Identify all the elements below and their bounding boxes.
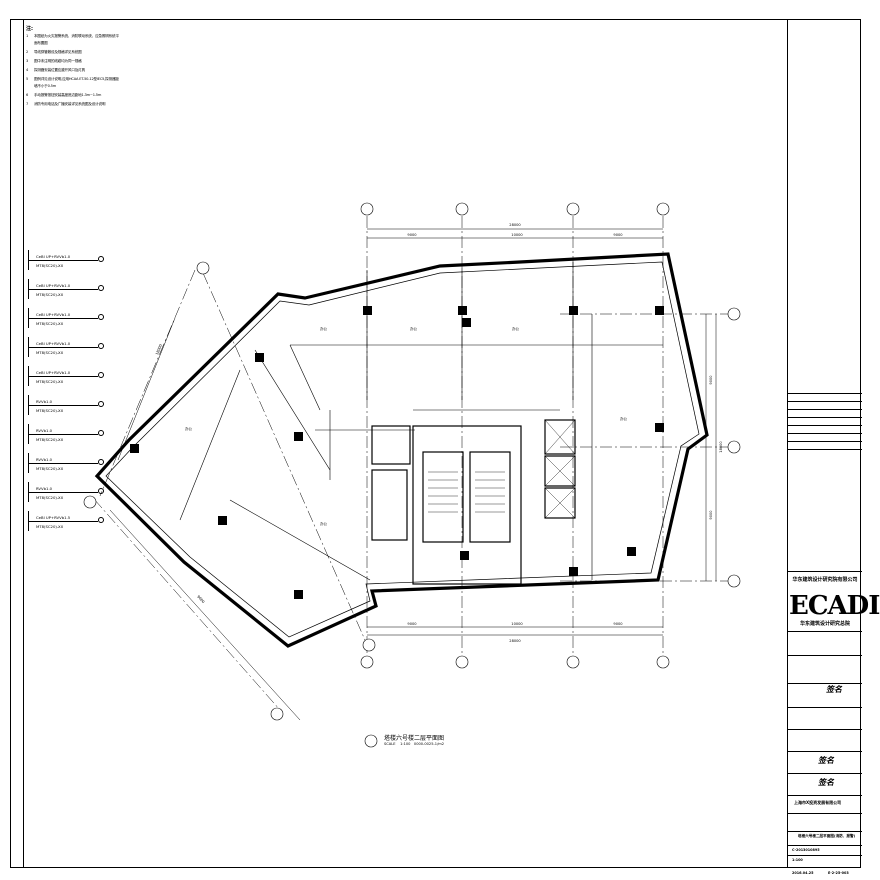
svg-text:9000: 9000 — [613, 622, 623, 626]
svg-text:28000: 28000 — [509, 639, 521, 643]
device-symbol-icon — [98, 343, 104, 349]
device-symbol-icon — [98, 314, 104, 320]
sheet-border — [10, 19, 861, 868]
svg-text:18000: 18000 — [719, 441, 723, 453]
signature-2: 签名 — [818, 755, 834, 765]
sheet-title: 塔楼六号楼二层平面图(消防、报警) — [798, 834, 856, 838]
ecadi-logo: ECADI — [789, 591, 880, 621]
notes-heading: 注: — [26, 26, 33, 32]
title-block: 华东建筑设计研究院有限公司 ECADI 华东建筑设计研究总院 签名 签名 签名 … — [787, 19, 880, 875]
signature-3: 签名 — [818, 777, 834, 787]
section-marker-icon — [364, 734, 378, 748]
dimension-lines — [109, 228, 717, 721]
company-name-top: 华东建筑设计研究院有限公司 — [792, 577, 858, 583]
svg-text:18000: 18000 — [155, 343, 163, 356]
sheet-number: E-2-25-003 — [828, 871, 849, 875]
svg-text:9000: 9000 — [407, 622, 417, 626]
date-value: 2016.04.25 — [792, 871, 814, 875]
svg-text:28000: 28000 — [509, 223, 521, 227]
svg-text:9000: 9000 — [709, 375, 713, 385]
device-symbol-icon — [98, 256, 104, 262]
drawing-scale: SCALE 1:100 0000-0025-1/m2 — [384, 742, 445, 746]
svg-text:9000: 9000 — [407, 233, 417, 237]
svg-text:办公: 办公 — [410, 326, 418, 331]
room-labels: 办公 办公 办公 办公 办公 办公 — [185, 326, 628, 526]
svg-text:办公: 办公 — [185, 426, 192, 431]
device-symbol-icon — [98, 459, 104, 465]
scale-value: 1:100 — [792, 858, 803, 862]
owner-name: 上海市X投资发展有限公司 — [794, 800, 842, 805]
grid-bubbles — [83, 202, 741, 721]
device-symbol-icon — [98, 372, 104, 378]
device-symbol-icon — [98, 517, 104, 523]
svg-text:10000: 10000 — [511, 233, 523, 237]
binding-strip — [10, 19, 24, 868]
svg-text:9000: 9000 — [196, 595, 206, 605]
svg-text:10000: 10000 — [511, 622, 523, 626]
svg-text:办公: 办公 — [620, 416, 628, 421]
device-symbol-icon — [98, 285, 104, 291]
company-name-bottom: 华东建筑设计研究总院 — [799, 621, 850, 627]
signature-1: 签名 — [826, 684, 842, 694]
building-outline — [94, 252, 709, 648]
structural-columns — [130, 306, 664, 599]
svg-text:办公: 办公 — [320, 326, 328, 331]
core-walls — [371, 419, 576, 585]
drawing-title: 塔楼六号楼二层平面图 — [384, 735, 445, 742]
svg-text:9000: 9000 — [613, 233, 623, 237]
svg-text:9000: 9000 — [709, 510, 713, 520]
svg-text:办公: 办公 — [512, 326, 520, 331]
device-symbol-icon — [98, 401, 104, 407]
dimension-text: 28000 9000 10000 9000 9000 10000 9000 28… — [155, 223, 723, 643]
project-number: C-2013010895 — [792, 848, 820, 852]
svg-text:办公: 办公 — [320, 521, 328, 526]
device-symbol-icon — [98, 430, 104, 436]
